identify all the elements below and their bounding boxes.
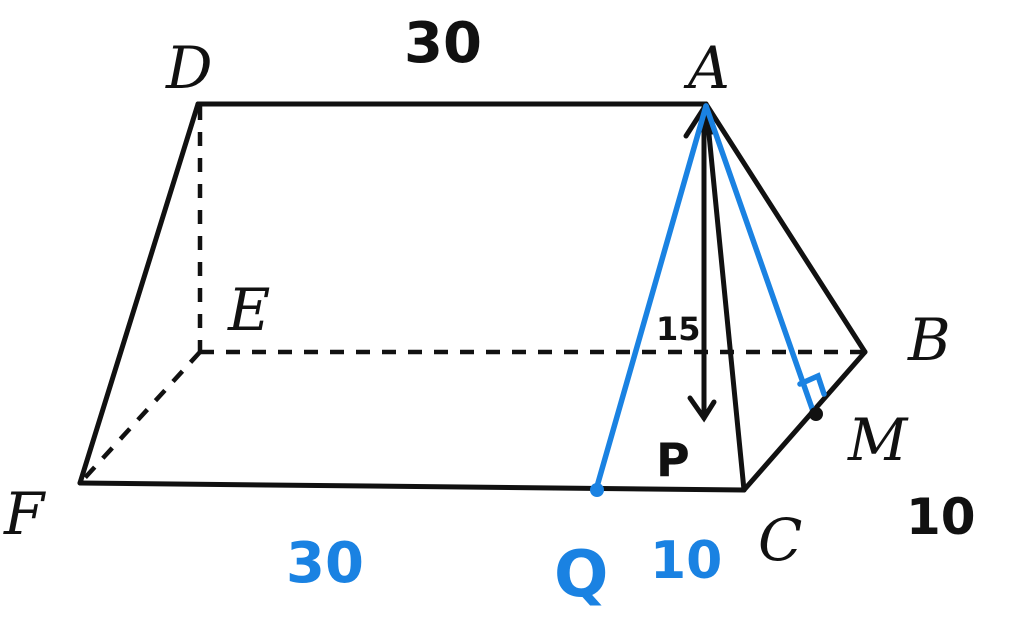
vertex-labels: D A E B M F C [3,34,951,574]
vertex-label-c: C [758,506,802,574]
edge-ac [703,101,747,493]
label-fq-length: 30 [286,531,364,596]
edge-df [77,101,201,486]
vertex-label-a: A [683,34,730,102]
label-point-q: Q [554,538,608,612]
point-q-dot [590,483,604,497]
edge-fc [77,480,747,493]
vertex-label-f: F [3,480,46,548]
point-m-dot [809,407,823,421]
label-top-length: 30 [404,11,482,76]
arrowhead-bottom [687,395,717,423]
annotations: 30 15 P 10 30 Q 10 [286,11,976,612]
label-qc-length: 10 [650,531,722,591]
hidden-edges [80,106,865,483]
edge-bc [741,349,868,493]
edge-ab [703,101,868,355]
line-am [703,103,817,417]
vertex-label-m: M [847,406,909,474]
vertex-label-b: B [907,306,951,374]
right-angle-mark [797,372,827,397]
label-point-p: P [656,433,690,487]
vertex-label-d: D [165,34,213,102]
edge-ef-hidden [80,350,202,483]
visible-edges [77,101,868,493]
label-height: 15 [656,310,701,348]
line-aq [593,103,709,493]
vertex-label-e: E [227,276,270,344]
blue-lines [590,103,827,497]
label-bc-length: 10 [906,488,976,546]
